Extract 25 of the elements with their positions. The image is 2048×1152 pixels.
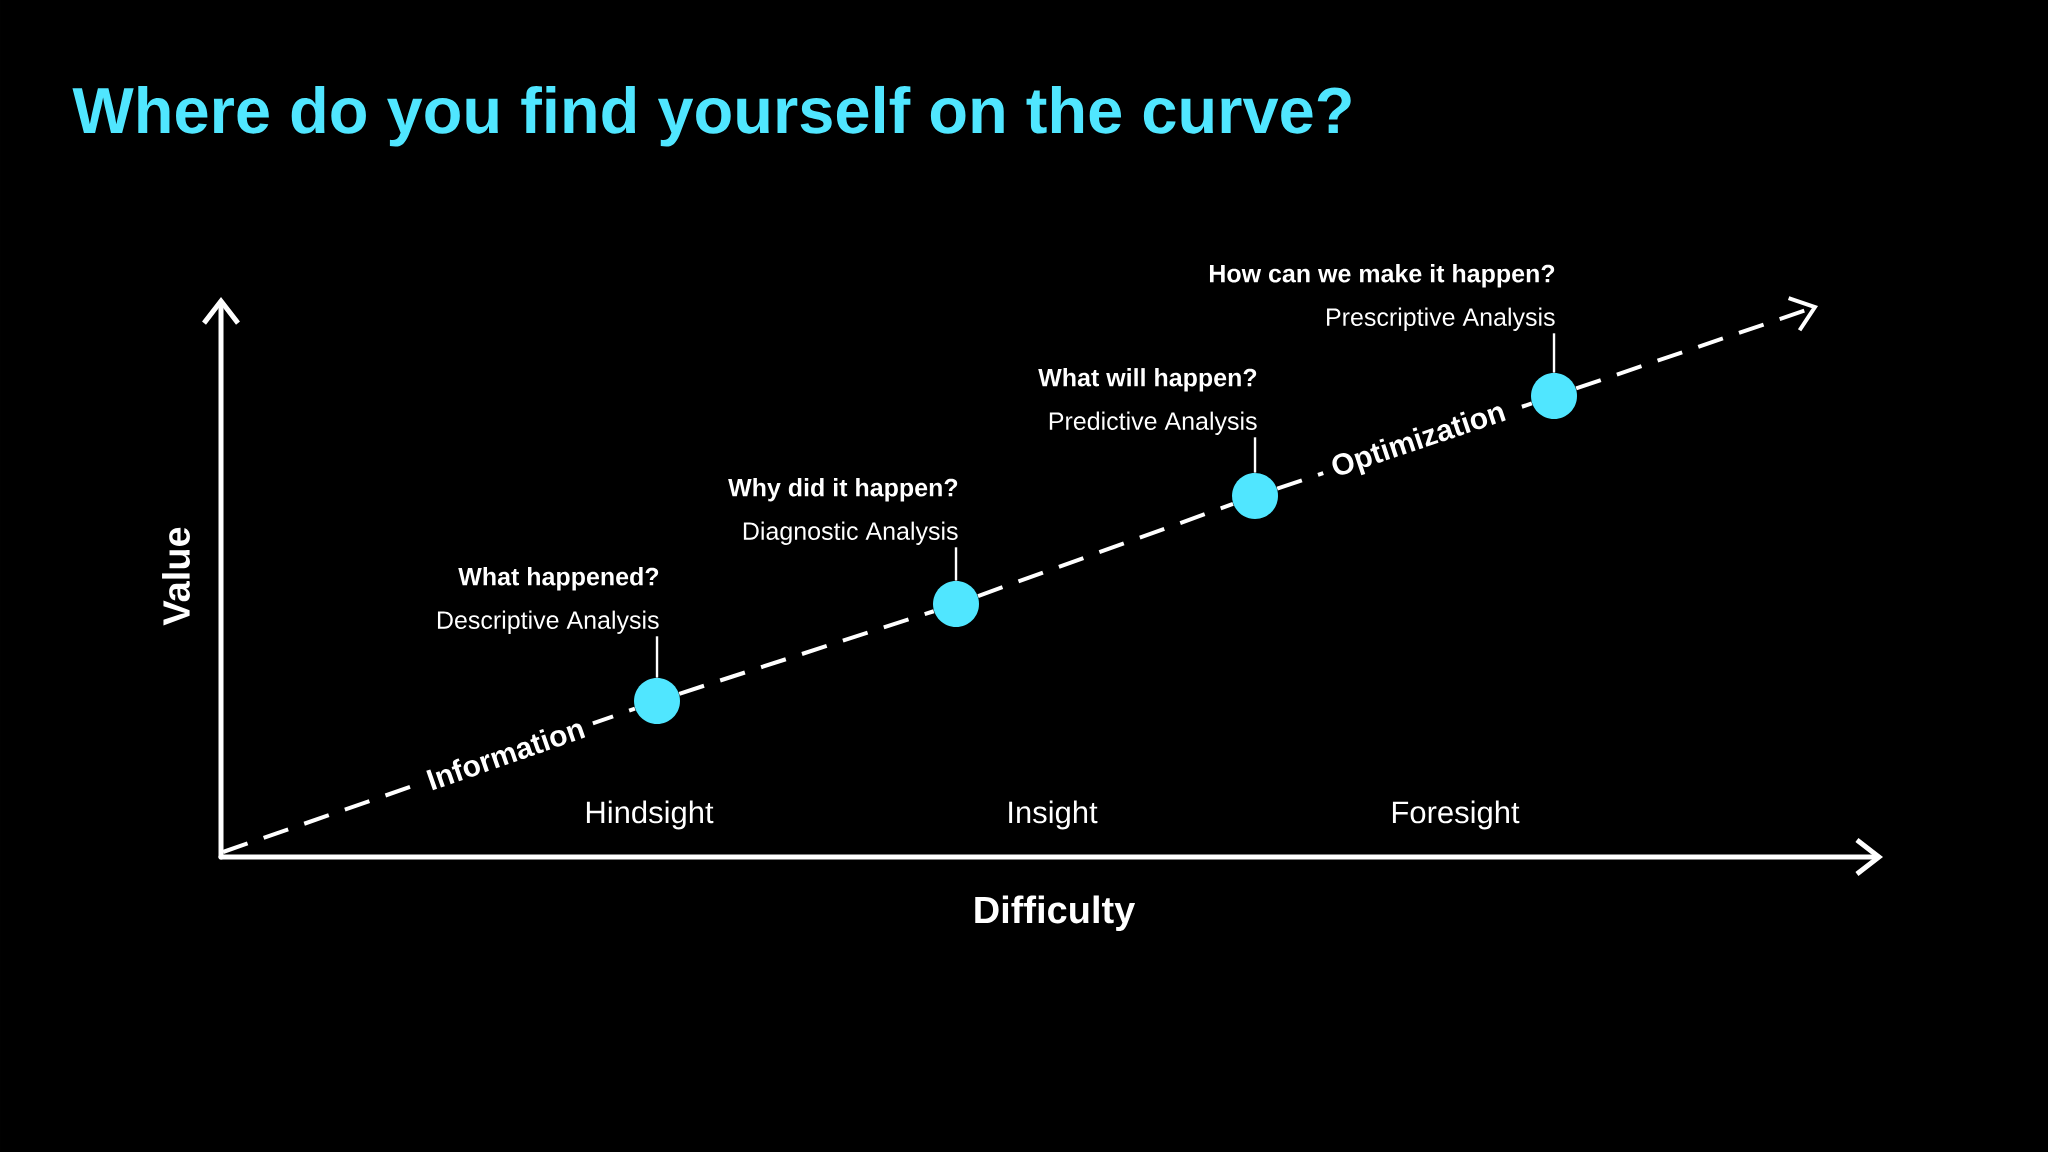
analysis-label: Predictive Analysis (1049, 411, 1257, 435)
analysis-label: Diagnostic Analysis (743, 521, 958, 545)
data-point (634, 678, 680, 724)
leader-line (655, 636, 659, 678)
arrow (1575, 296, 1819, 391)
analysis-label: Descriptive Analysis (437, 610, 659, 634)
region-label: Hindsight (586, 800, 714, 830)
analysis-label: Prescriptive Analysis (1327, 307, 1555, 331)
connector-line (678, 609, 935, 696)
data-point (1531, 373, 1577, 419)
data-point (1232, 473, 1278, 519)
title: Where do you find yourself on the curve? (72, 85, 1351, 147)
axis-title: Difficulty (975, 895, 1136, 931)
data-point (933, 581, 979, 627)
region-label: Foresight (1392, 800, 1520, 830)
question-label: What will happen? (1038, 368, 1257, 392)
leader-line (954, 547, 958, 581)
leader-line (1253, 437, 1257, 473)
question-label: Why did it happen? (728, 478, 958, 502)
question-label: What happened? (458, 567, 659, 591)
leader-line (1552, 333, 1556, 373)
connector-line (977, 502, 1234, 598)
question-label: How can we make it happen? (1210, 264, 1555, 288)
region-label: Insight (1009, 800, 1098, 830)
axis-title: Value (162, 527, 190, 626)
